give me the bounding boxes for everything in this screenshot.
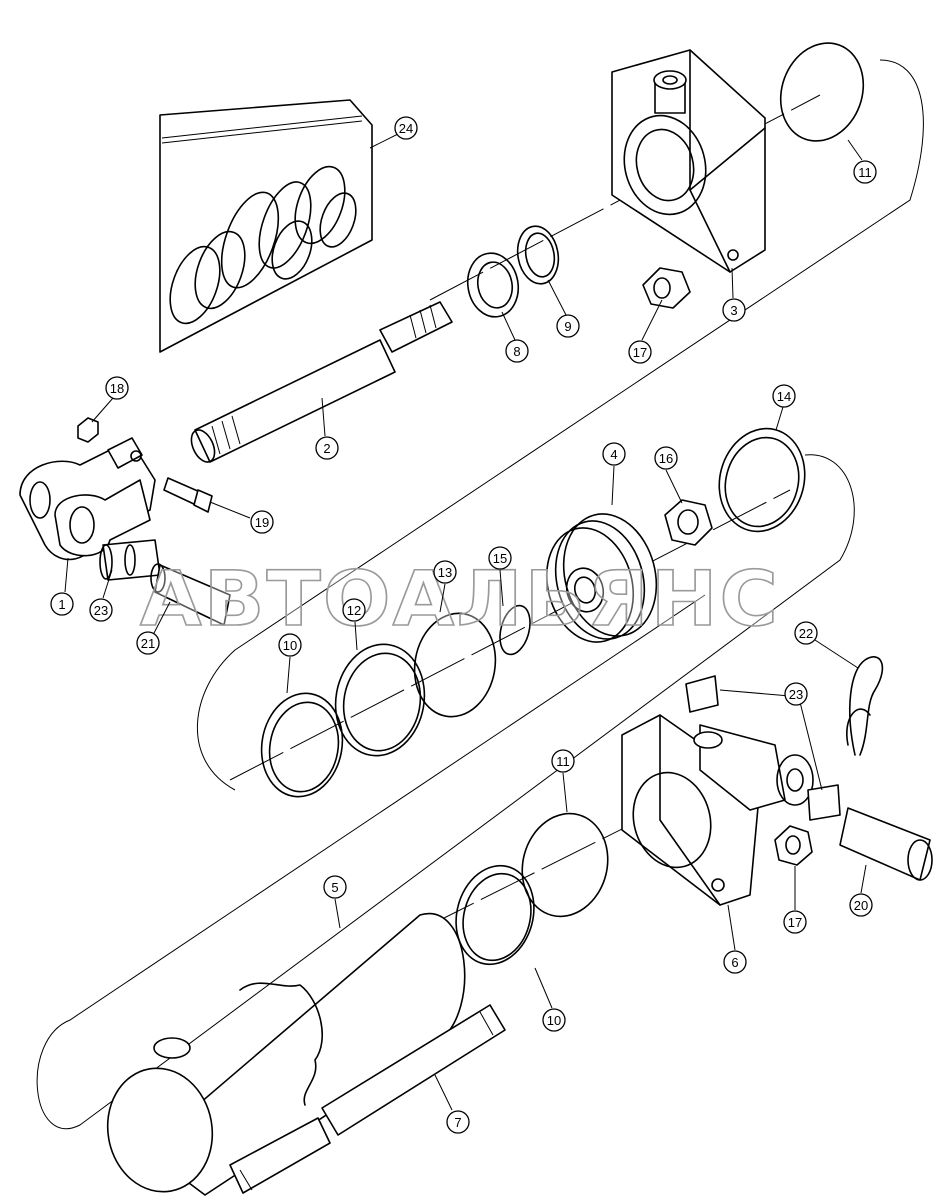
assembly-outline-upper [197,59,924,791]
callout-15: 15 [488,546,512,570]
svg-text:11: 11 [858,165,872,180]
leader-lines [64,131,867,1111]
nut-18 [77,417,99,443]
nut-16 [664,499,713,546]
svg-text:13: 13 [438,565,452,580]
svg-text:7: 7 [454,1115,461,1130]
callout-8: 8 [505,339,529,363]
svg-text:10: 10 [283,638,297,653]
callout-24: 24 [394,116,418,140]
callout-4: 4 [602,442,626,466]
seal-14 [718,427,806,533]
svg-text:18: 18 [110,381,124,396]
callout-3: 3 [722,298,746,322]
svg-text:24: 24 [399,121,413,136]
nut-17-upper [642,267,691,309]
seal-10-upper [260,692,344,798]
callout-23-left: 23 [89,598,113,622]
seal-13 [413,612,497,718]
callout-6: 6 [723,950,747,974]
piston-4 [545,513,658,643]
callout-19: 19 [250,510,274,534]
rod-clevis [19,437,156,561]
svg-text:17: 17 [633,345,647,360]
callout-21: 21 [136,631,160,655]
svg-text:16: 16 [659,451,673,466]
svg-text:9: 9 [564,319,571,334]
seal-10-lower-inner [462,872,532,962]
svg-text:23: 23 [94,603,108,618]
callout-18: 18 [105,376,129,400]
svg-text:2: 2 [323,441,330,456]
callout-17-upper: 17 [628,340,652,364]
seal-kit-bag [159,99,373,353]
tie-rod [229,1004,506,1194]
seal-14-inner [724,436,800,528]
callout-23-right: 23 [784,682,808,706]
callout-10-upper: 10 [278,633,302,657]
pin-20 [839,807,933,881]
svg-text:11: 11 [556,754,570,769]
seal-12-inner [342,652,422,752]
wiper-seal-8-inner [476,261,514,309]
rod-end-head [611,49,766,273]
svg-text:1: 1 [58,597,65,612]
svg-text:10: 10 [547,1013,561,1028]
callout-7: 7 [446,1110,470,1134]
svg-text:23: 23 [789,687,803,702]
hair-pin-22 [846,656,884,756]
svg-text:21: 21 [141,636,155,651]
callout-12: 12 [342,598,366,622]
callout-10-lower: 10 [542,1008,566,1032]
callout-2: 2 [315,436,339,460]
nut-17-lower [774,825,813,866]
piston-rod [190,301,453,463]
svg-text:3: 3 [730,303,737,318]
pin-21 [150,563,231,626]
bushing-23-right [685,675,841,821]
callout-20: 20 [849,893,873,917]
rod-seal-9 [516,225,560,285]
callout-11-upper: 11 [853,160,877,184]
svg-text:12: 12 [347,603,361,618]
cap-end-head [621,714,814,906]
callout-13: 13 [433,560,457,584]
svg-text:15: 15 [493,551,507,566]
wiper-seal-8 [466,252,520,318]
callout-17-lower: 17 [783,910,807,934]
assembly-outline-lower [36,454,855,1129]
svg-text:8: 8 [513,344,520,359]
callout-16: 16 [654,446,678,470]
o-ring-11-upper [779,42,865,142]
rod-seal-9-inner [524,232,556,278]
svg-text:17: 17 [788,915,802,930]
seal-10-lower [455,864,535,966]
svg-text:22: 22 [799,626,813,641]
svg-text:19: 19 [255,515,269,530]
seal-10-upper-inner [268,701,340,793]
svg-text:5: 5 [331,880,338,895]
watermark-text: АВТОАЛЬЯНС [140,554,780,643]
svg-text:4: 4 [610,447,617,462]
svg-text:20: 20 [854,898,868,913]
o-ring-11-lower [521,812,609,918]
bolt-19 [163,477,213,513]
seal-15 [499,604,531,656]
callout-11-lower: 11 [551,749,575,773]
svg-text:6: 6 [731,955,738,970]
callout-1: 1 [50,592,74,616]
svg-text:14: 14 [777,389,791,404]
callout-5: 5 [323,875,347,899]
seal-12 [334,643,426,757]
callout-22: 22 [794,621,818,645]
callout-9: 9 [556,314,580,338]
callout-14: 14 [772,384,796,408]
